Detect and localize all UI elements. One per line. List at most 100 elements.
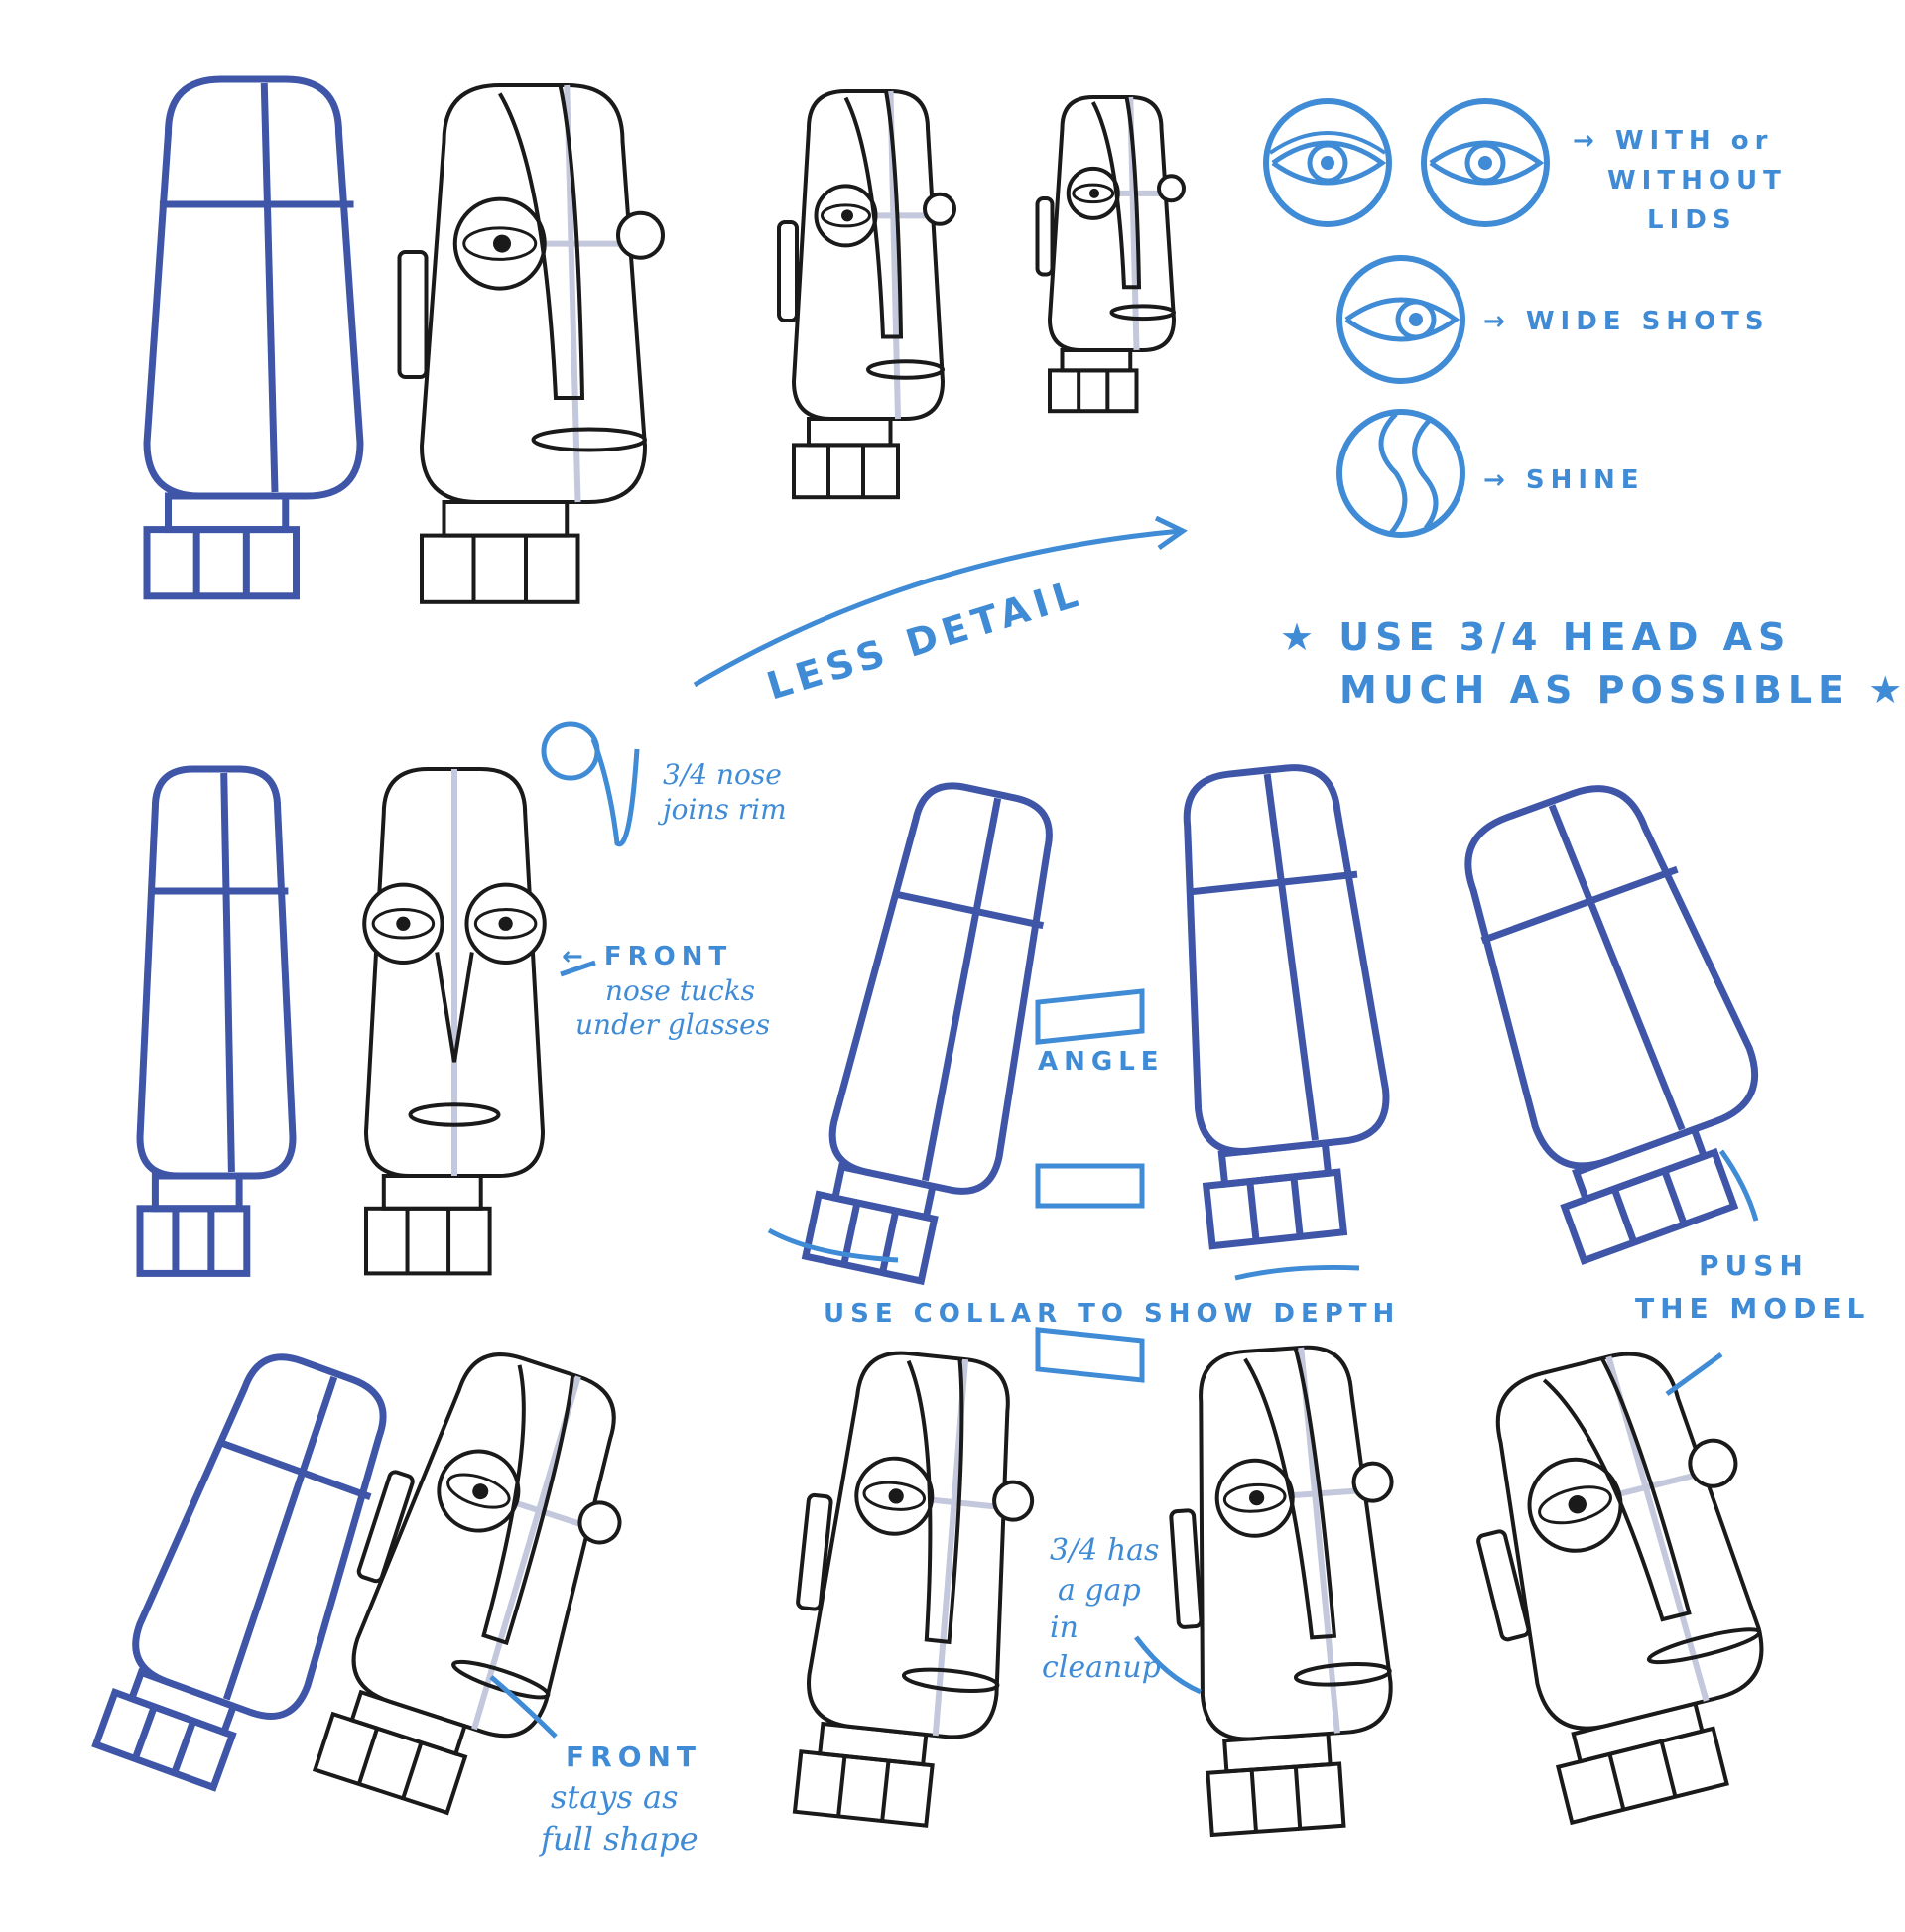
head-drawing xyxy=(801,782,1053,1286)
collar xyxy=(91,1688,237,1792)
eye-line xyxy=(1186,870,1358,896)
mouth xyxy=(408,1102,501,1127)
mouth xyxy=(531,427,647,452)
eye-study-circle xyxy=(1263,98,1392,227)
collar xyxy=(364,1206,492,1276)
head-drawing xyxy=(1035,95,1186,414)
note-angle: ANGLE xyxy=(1038,1047,1165,1077)
angle-block xyxy=(1035,1327,1145,1383)
head-shape xyxy=(136,765,297,1180)
collar xyxy=(420,533,580,604)
shine-icon xyxy=(1378,412,1408,535)
note-shine: → SHINE xyxy=(1483,465,1645,495)
head-drawing xyxy=(143,75,364,600)
center-line xyxy=(260,82,279,493)
head-shape xyxy=(1199,1345,1393,1741)
center-line xyxy=(222,1375,338,1701)
ear xyxy=(1476,1529,1531,1642)
collar xyxy=(1206,1761,1346,1838)
center-line xyxy=(922,797,1002,1182)
head-shape xyxy=(419,83,648,504)
head-drawing xyxy=(1183,764,1390,1250)
head-drawing xyxy=(91,1353,387,1792)
nose xyxy=(1090,96,1142,290)
note-less-detail: LESS DETAIL xyxy=(762,571,1088,708)
ear xyxy=(397,250,429,379)
neck xyxy=(442,500,570,538)
annotation-arrow xyxy=(489,1675,558,1739)
head-shape xyxy=(351,1352,616,1739)
head-shape xyxy=(132,1353,387,1720)
neck xyxy=(381,1174,483,1211)
head-drawing xyxy=(1169,1345,1394,1838)
note-front-full: FRONT stays as full shape xyxy=(539,1740,705,1858)
note-gap-cleanup: 3/4 has a gap in cleanup xyxy=(1042,1533,1169,1685)
head-shape xyxy=(1464,785,1759,1170)
eye-study-circle xyxy=(1336,255,1465,384)
head-shape xyxy=(791,89,946,421)
head-shape xyxy=(1183,764,1390,1155)
note-wide-shots: → WIDE SHOTS xyxy=(1483,307,1770,336)
nose xyxy=(498,84,585,400)
annotation-arrow xyxy=(767,1227,899,1263)
annotation-arrow xyxy=(1234,1264,1360,1281)
center-line xyxy=(220,772,235,1173)
collar xyxy=(312,1711,468,1816)
head-drawings xyxy=(91,75,1764,1838)
head-drawing xyxy=(136,765,297,1277)
ear xyxy=(356,1470,415,1584)
note-use-three-quarter: ★ USE 3/4 HEAD AS MUCH AS POSSIBLE ★ xyxy=(1280,615,1905,711)
neck xyxy=(1060,348,1133,373)
head-drawing xyxy=(1476,1352,1764,1826)
lid xyxy=(1268,131,1387,155)
head-shape xyxy=(143,75,364,500)
ear xyxy=(1035,196,1055,277)
mouth xyxy=(451,1659,551,1700)
arrowhead xyxy=(1154,515,1188,551)
head-shape xyxy=(1495,1352,1764,1731)
angle-block xyxy=(1035,1163,1145,1209)
mouth xyxy=(1109,304,1176,322)
head-drawing xyxy=(397,83,665,604)
collar xyxy=(801,1190,939,1286)
annotation-arrow xyxy=(1134,1635,1202,1695)
eye-study-circle xyxy=(1336,409,1465,538)
collar xyxy=(1560,1147,1739,1266)
collar xyxy=(136,1205,251,1277)
note-lids: → WITH or WITHOUT LIDS xyxy=(1573,126,1802,235)
head-drawing xyxy=(792,1351,1035,1828)
mouth xyxy=(901,1667,1000,1693)
ear xyxy=(1169,1508,1204,1629)
head-drawing xyxy=(777,89,956,500)
head-shape xyxy=(828,782,1053,1195)
collar xyxy=(792,443,900,500)
eye-study-circle xyxy=(1421,98,1550,227)
note-front-tucks: ← FRONT nose tucks under glasses xyxy=(562,942,770,1041)
nose xyxy=(1542,1357,1692,1622)
eye-line xyxy=(1480,865,1679,945)
eye-studies xyxy=(489,98,1759,1739)
collar xyxy=(1202,1168,1348,1250)
mouth xyxy=(1293,1662,1392,1687)
nose xyxy=(481,1364,575,1646)
mouth xyxy=(866,359,945,380)
nose xyxy=(843,90,904,339)
eye-line xyxy=(216,1438,372,1500)
eye-icon xyxy=(1344,297,1460,342)
collar xyxy=(1555,1726,1729,1826)
neck xyxy=(151,1172,243,1213)
ear xyxy=(777,220,799,322)
eye-icon xyxy=(1271,140,1387,186)
head-shape xyxy=(1047,95,1177,352)
center-line xyxy=(1548,804,1686,1131)
eye-icon xyxy=(1429,140,1545,186)
head-drawing xyxy=(312,1352,622,1816)
note-nose-joins: 3/4 nose joins rim xyxy=(657,758,791,826)
note-collar-depth: USE COLLAR TO SHOW DEPTH xyxy=(824,1299,1400,1329)
head-drawing xyxy=(362,767,547,1276)
collar xyxy=(1048,368,1139,414)
neck xyxy=(807,417,893,448)
nose xyxy=(435,952,474,1063)
collar xyxy=(143,526,300,600)
